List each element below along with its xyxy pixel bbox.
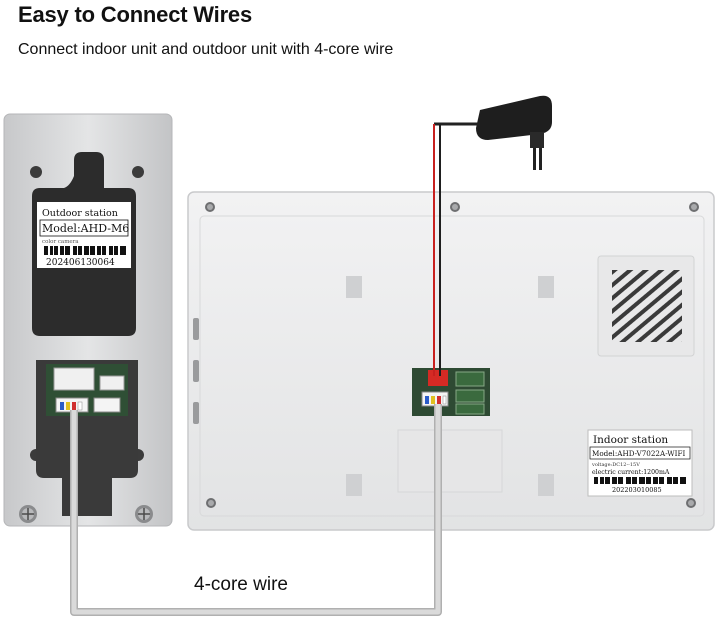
indoor-terminal <box>455 371 485 387</box>
recess <box>397 429 503 493</box>
outdoor-serial: 202406130064 <box>46 258 115 268</box>
side-button <box>193 402 199 424</box>
outdoor-label <box>37 202 131 268</box>
screw-icon <box>135 505 153 523</box>
indoor-label-title: Indoor station <box>593 434 668 446</box>
wire-label: 4-core wire <box>194 574 288 595</box>
adapter-plug <box>530 132 544 148</box>
outdoor-label-sub: color camera <box>42 239 79 245</box>
side-button <box>193 360 199 382</box>
four-core-wire <box>71 404 441 615</box>
indoor-terminal <box>455 389 485 403</box>
indoor-inner-rim <box>199 215 705 517</box>
adapter-pin <box>533 148 536 170</box>
screw-icon <box>19 505 37 523</box>
mount-slot <box>346 474 362 496</box>
indoor-label <box>587 429 693 497</box>
outdoor-unit: Outdoor station Model:AHD-M6 color camer… <box>3 113 173 527</box>
indoor-panel <box>187 191 715 531</box>
screw-icon <box>686 498 696 508</box>
mount-slot <box>346 276 362 298</box>
outdoor-label-model: Model:AHD-M6 <box>42 222 129 235</box>
outdoor-barcode <box>44 246 126 255</box>
power-adapter <box>434 95 552 170</box>
screw-icon <box>689 202 699 212</box>
indoor-model-box <box>589 446 691 460</box>
side-button <box>193 318 199 340</box>
mount-slot <box>538 474 554 496</box>
page-title: Easy to Connect Wires <box>18 2 252 27</box>
outdoor-terminal <box>53 367 95 391</box>
indoor-label-model: Model:AHD-V7022A-WIFI <box>592 449 685 458</box>
mount-hole <box>30 166 42 178</box>
outdoor-terminal <box>99 375 125 391</box>
outdoor-model-box <box>39 219 129 237</box>
mount-slot <box>538 276 554 298</box>
indoor-terminal <box>455 403 485 415</box>
adapter-body <box>476 95 552 140</box>
speaker-grille <box>612 270 682 342</box>
screw-icon <box>206 498 216 508</box>
page-subtitle: Connect indoor unit and outdoor unit wit… <box>18 41 394 58</box>
adapter-pin <box>539 148 542 170</box>
indoor-barcode <box>594 477 686 484</box>
indoor-voltage: voltage:DC12--15V <box>591 462 640 468</box>
screw-icon <box>450 202 460 212</box>
spare-plug <box>93 397 121 413</box>
outdoor-label-title: Outdoor station <box>42 208 118 219</box>
indoor-serial: 202203010085 <box>612 486 662 494</box>
indoor-unit: Indoor station Model:AHD-V7022A-WIFI vol… <box>187 191 715 531</box>
screw-icon <box>205 202 215 212</box>
mount-hole <box>132 166 144 178</box>
indoor-current: electric current:1200mA <box>592 469 670 476</box>
power-terminal <box>428 370 448 386</box>
power-wires <box>433 124 441 376</box>
